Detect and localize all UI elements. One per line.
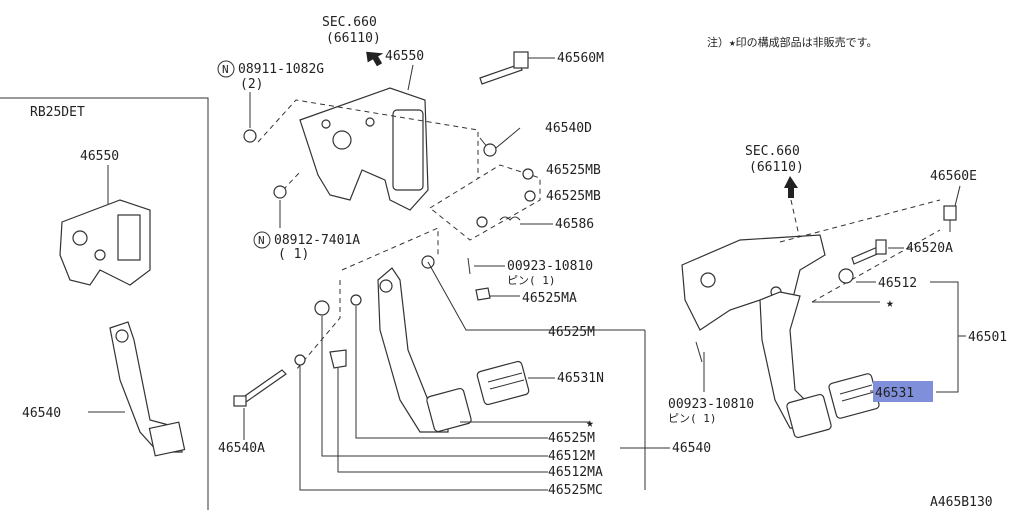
callout-00923-a: 00923-10810 <box>507 259 593 274</box>
callout-sec660-top: SEC.660 <box>322 15 377 30</box>
callout-46525MC: 46525MC <box>548 483 603 498</box>
leader-line <box>299 366 548 491</box>
circled-n-icon <box>253 231 271 249</box>
callout-46501: 46501 <box>968 330 1007 345</box>
callout-sec660-right-sub: (66110) <box>749 160 804 175</box>
leader-bracket <box>620 330 670 490</box>
pedal-bracket-inset <box>59 199 151 286</box>
leader-line <box>321 316 548 457</box>
bolt-46540D <box>479 137 497 157</box>
bolt-46520A <box>851 239 887 265</box>
arrow-icon <box>366 51 384 67</box>
circled-n-letter: N <box>222 63 229 76</box>
callout-08911: 08911-1082G <box>238 62 324 77</box>
dashed-guide <box>790 199 801 241</box>
callout-46525MB-1: 46525MB <box>546 163 601 178</box>
bolt-46540A <box>233 369 287 407</box>
callout-46512: 46512 <box>878 276 917 291</box>
leader-line <box>427 261 645 331</box>
circled-n-icon <box>217 60 235 78</box>
callout-00923-b-sub: ピン( 1) <box>668 412 717 425</box>
pin-00923 <box>467 257 471 275</box>
callout-46531N: 46531N <box>557 371 604 386</box>
callout-46531[interactable]: 46531 <box>875 386 914 401</box>
callout-46525MA: 46525MA <box>522 291 577 306</box>
star-marker: ★ <box>886 296 894 311</box>
variant-label: RB25DET <box>30 105 85 120</box>
bolt-46560M <box>479 51 529 85</box>
callout-46540D: 46540D <box>545 121 592 136</box>
callout-46550-left: 46550 <box>80 149 119 164</box>
bolt-08911 <box>243 129 257 143</box>
callout-sec660-right: SEC.660 <box>745 144 800 159</box>
callout-46586: 46586 <box>555 217 594 232</box>
bushing-46512 <box>838 268 854 284</box>
bushing-46512M <box>314 300 330 316</box>
dashed-guide <box>257 99 479 178</box>
arrow-icon <box>784 176 798 198</box>
leader-line <box>355 306 548 439</box>
nut-08912 <box>273 185 287 199</box>
dashed-guide <box>282 171 301 191</box>
callout-08912-qty: ( 1) <box>278 247 309 262</box>
inset-border <box>0 97 209 510</box>
callout-46512M: 46512M <box>548 449 595 464</box>
pedal-bracket-main <box>299 87 429 211</box>
clip-46525MC <box>294 354 306 366</box>
callout-08912: 08912-7401A <box>274 233 360 248</box>
circled-n-letter: N <box>258 234 265 247</box>
leader-line <box>495 127 521 149</box>
leader-line <box>337 368 548 473</box>
dashed-guide <box>295 227 439 371</box>
note-text: 注）★印の構成部品は非販売です。 <box>707 35 878 49</box>
brake-pedal-assembly <box>759 291 832 439</box>
callout-46525M-1: 46525M <box>548 325 595 340</box>
callout-46520A: 46520A <box>906 241 953 256</box>
callout-sec660-top-sub: (66110) <box>326 31 381 46</box>
callout-46540-center: 46540 <box>672 441 711 456</box>
callout-08911-qty: (2) <box>240 77 263 92</box>
leader-line <box>954 185 961 207</box>
pedal-pad-46531 <box>828 373 880 419</box>
brake-pedal-inset <box>109 321 186 457</box>
dashed-guide <box>429 164 541 241</box>
drawing-code: A465B130 <box>930 495 993 510</box>
leader-line <box>407 64 414 91</box>
callout-00923-b: 00923-10810 <box>668 397 754 412</box>
clip-46525MA <box>475 287 491 301</box>
brake-pedal-main <box>377 267 472 433</box>
pedal-pad-46531N <box>476 360 530 406</box>
bushing-46525M <box>350 294 362 306</box>
callout-00923-a-sub: ピン( 1) <box>507 274 556 287</box>
pin-00923-right <box>695 341 703 363</box>
spring-46586 <box>476 168 536 228</box>
callout-46525M-2: 46525M <box>548 431 595 446</box>
leader-bracket <box>930 281 959 393</box>
bolt-46560E <box>943 205 957 232</box>
callout-46550-top: 46550 <box>385 49 424 64</box>
callout-46525MB-2: 46525MB <box>546 189 601 204</box>
callout-46560M: 46560M <box>557 51 604 66</box>
stopper-46512MA <box>329 349 347 369</box>
callout-46540-left: 46540 <box>22 406 61 421</box>
dashed-guide <box>779 199 941 303</box>
star-marker: ★ <box>586 416 594 431</box>
callout-46560E: 46560E <box>930 169 977 184</box>
pedal-bracket-assembly <box>681 234 826 331</box>
part-highlight[interactable] <box>873 381 933 402</box>
callout-46540A: 46540A <box>218 441 265 456</box>
callout-46512MA: 46512MA <box>548 465 603 480</box>
